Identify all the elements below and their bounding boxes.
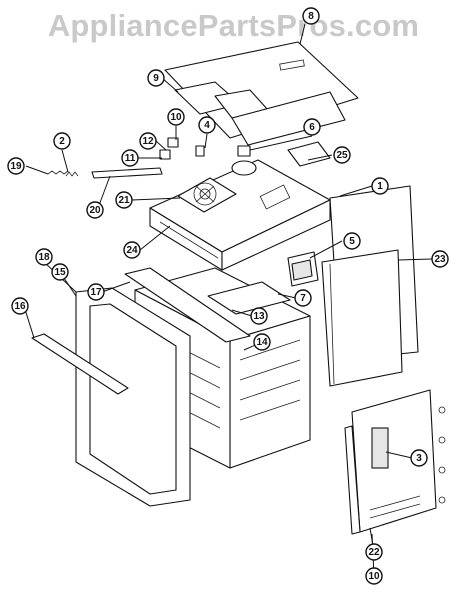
callout-label: 16 (14, 301, 26, 312)
callout-label: 3 (416, 453, 422, 464)
blower-fan (177, 177, 237, 213)
callout-circle (53, 132, 71, 150)
heat-shield (231, 91, 346, 167)
callout-circle (410, 449, 428, 467)
callout-circle (35, 248, 53, 266)
callout-9: 9 (147, 69, 165, 87)
callout-label: 7 (300, 293, 306, 304)
callout-circle (87, 283, 105, 301)
callout-25: 25 (333, 146, 351, 164)
callout-8: 8 (302, 7, 320, 25)
vent-trim (207, 281, 291, 315)
callout-label: 20 (89, 205, 101, 216)
door-gasket (31, 333, 129, 395)
callout-label: 19 (10, 161, 22, 172)
callout-circle (115, 191, 133, 209)
callout-circle (431, 250, 449, 268)
callout-label: 24 (126, 245, 138, 256)
callout-18: 18 (35, 248, 53, 266)
callout-11: 11 (121, 149, 139, 167)
callout-15: 15 (51, 263, 69, 281)
callout-circle (139, 132, 157, 150)
callout-17: 17 (87, 283, 105, 301)
callout-4: 4 (198, 116, 216, 134)
callout-circle (121, 149, 139, 167)
callout-21: 21 (115, 191, 133, 209)
callout-label: 11 (125, 153, 136, 164)
callout-23: 23 (431, 250, 449, 268)
callout-circle (11, 297, 29, 315)
callout-circle (302, 7, 320, 25)
callout-14: 14 (253, 333, 271, 351)
callout-circle (250, 307, 268, 325)
callout-circle (147, 69, 165, 87)
top-cover-panel (164, 41, 359, 139)
callout-2: 2 (53, 132, 71, 150)
door-spring-parts (47, 167, 163, 179)
callout-label: 12 (142, 136, 154, 147)
callout-label: 1 (377, 181, 383, 192)
callout-circle (365, 567, 383, 585)
callout-6: 6 (303, 118, 321, 136)
callout-16: 16 (11, 297, 29, 315)
callout-circle (303, 118, 321, 136)
callout-1: 1 (371, 177, 389, 195)
callout-24: 24 (123, 241, 141, 259)
callout-circle (167, 108, 185, 126)
front-trim (124, 267, 251, 343)
callout-circle (253, 333, 271, 351)
callout-label: 10 (368, 571, 380, 582)
callout-10: 10 (167, 108, 185, 126)
callout-circle (343, 232, 361, 250)
callout-label: 9 (153, 73, 159, 84)
callout-5: 5 (343, 232, 361, 250)
side-panel-inner (321, 249, 403, 387)
callout-20: 20 (86, 201, 104, 219)
callout-label: 6 (309, 122, 315, 133)
callout-label: 5 (349, 236, 355, 247)
watermark: AppliancePartsPros.com (47, 8, 420, 43)
electrical-box (287, 251, 319, 287)
callout-label: 17 (90, 287, 102, 298)
callout-label: 23 (434, 254, 446, 265)
callout-label: 13 (253, 311, 265, 322)
callout-label: 22 (368, 547, 380, 558)
callout-label: 21 (118, 195, 130, 206)
oven-top-chassis (149, 159, 331, 271)
callout-label: 10 (170, 112, 182, 123)
callout-circle (198, 116, 216, 134)
callout-19: 19 (7, 157, 25, 175)
callout-label: 15 (54, 267, 66, 278)
callout-3: 3 (410, 449, 428, 467)
callout-label: 18 (38, 252, 50, 263)
callout-group: 8 9 2 10 4 6 12 11 19 25 1 21 20 24 5 18 15 23 17 7 16 13 14 3 2… (7, 7, 449, 585)
door-frame (75, 287, 191, 507)
callout-label: 2 (59, 136, 65, 147)
callout-circle (371, 177, 389, 195)
callout-10: 10 (365, 567, 383, 585)
control-components (159, 137, 257, 176)
callout-12: 12 (139, 132, 157, 150)
callout-circle (333, 146, 351, 164)
callout-13: 13 (250, 307, 268, 325)
callout-circle (51, 263, 69, 281)
callout-circle (365, 543, 383, 561)
callout-7: 7 (294, 289, 312, 307)
callout-circle (294, 289, 312, 307)
callout-label: 4 (204, 120, 210, 131)
callout-circle (7, 157, 25, 175)
callout-label: 14 (256, 337, 268, 348)
callout-22: 22 (365, 543, 383, 561)
callout-label: 8 (308, 11, 314, 22)
callout-circle (86, 201, 104, 219)
callout-circle (123, 241, 141, 259)
callout-label: 25 (336, 150, 348, 161)
control-panel (344, 389, 446, 535)
